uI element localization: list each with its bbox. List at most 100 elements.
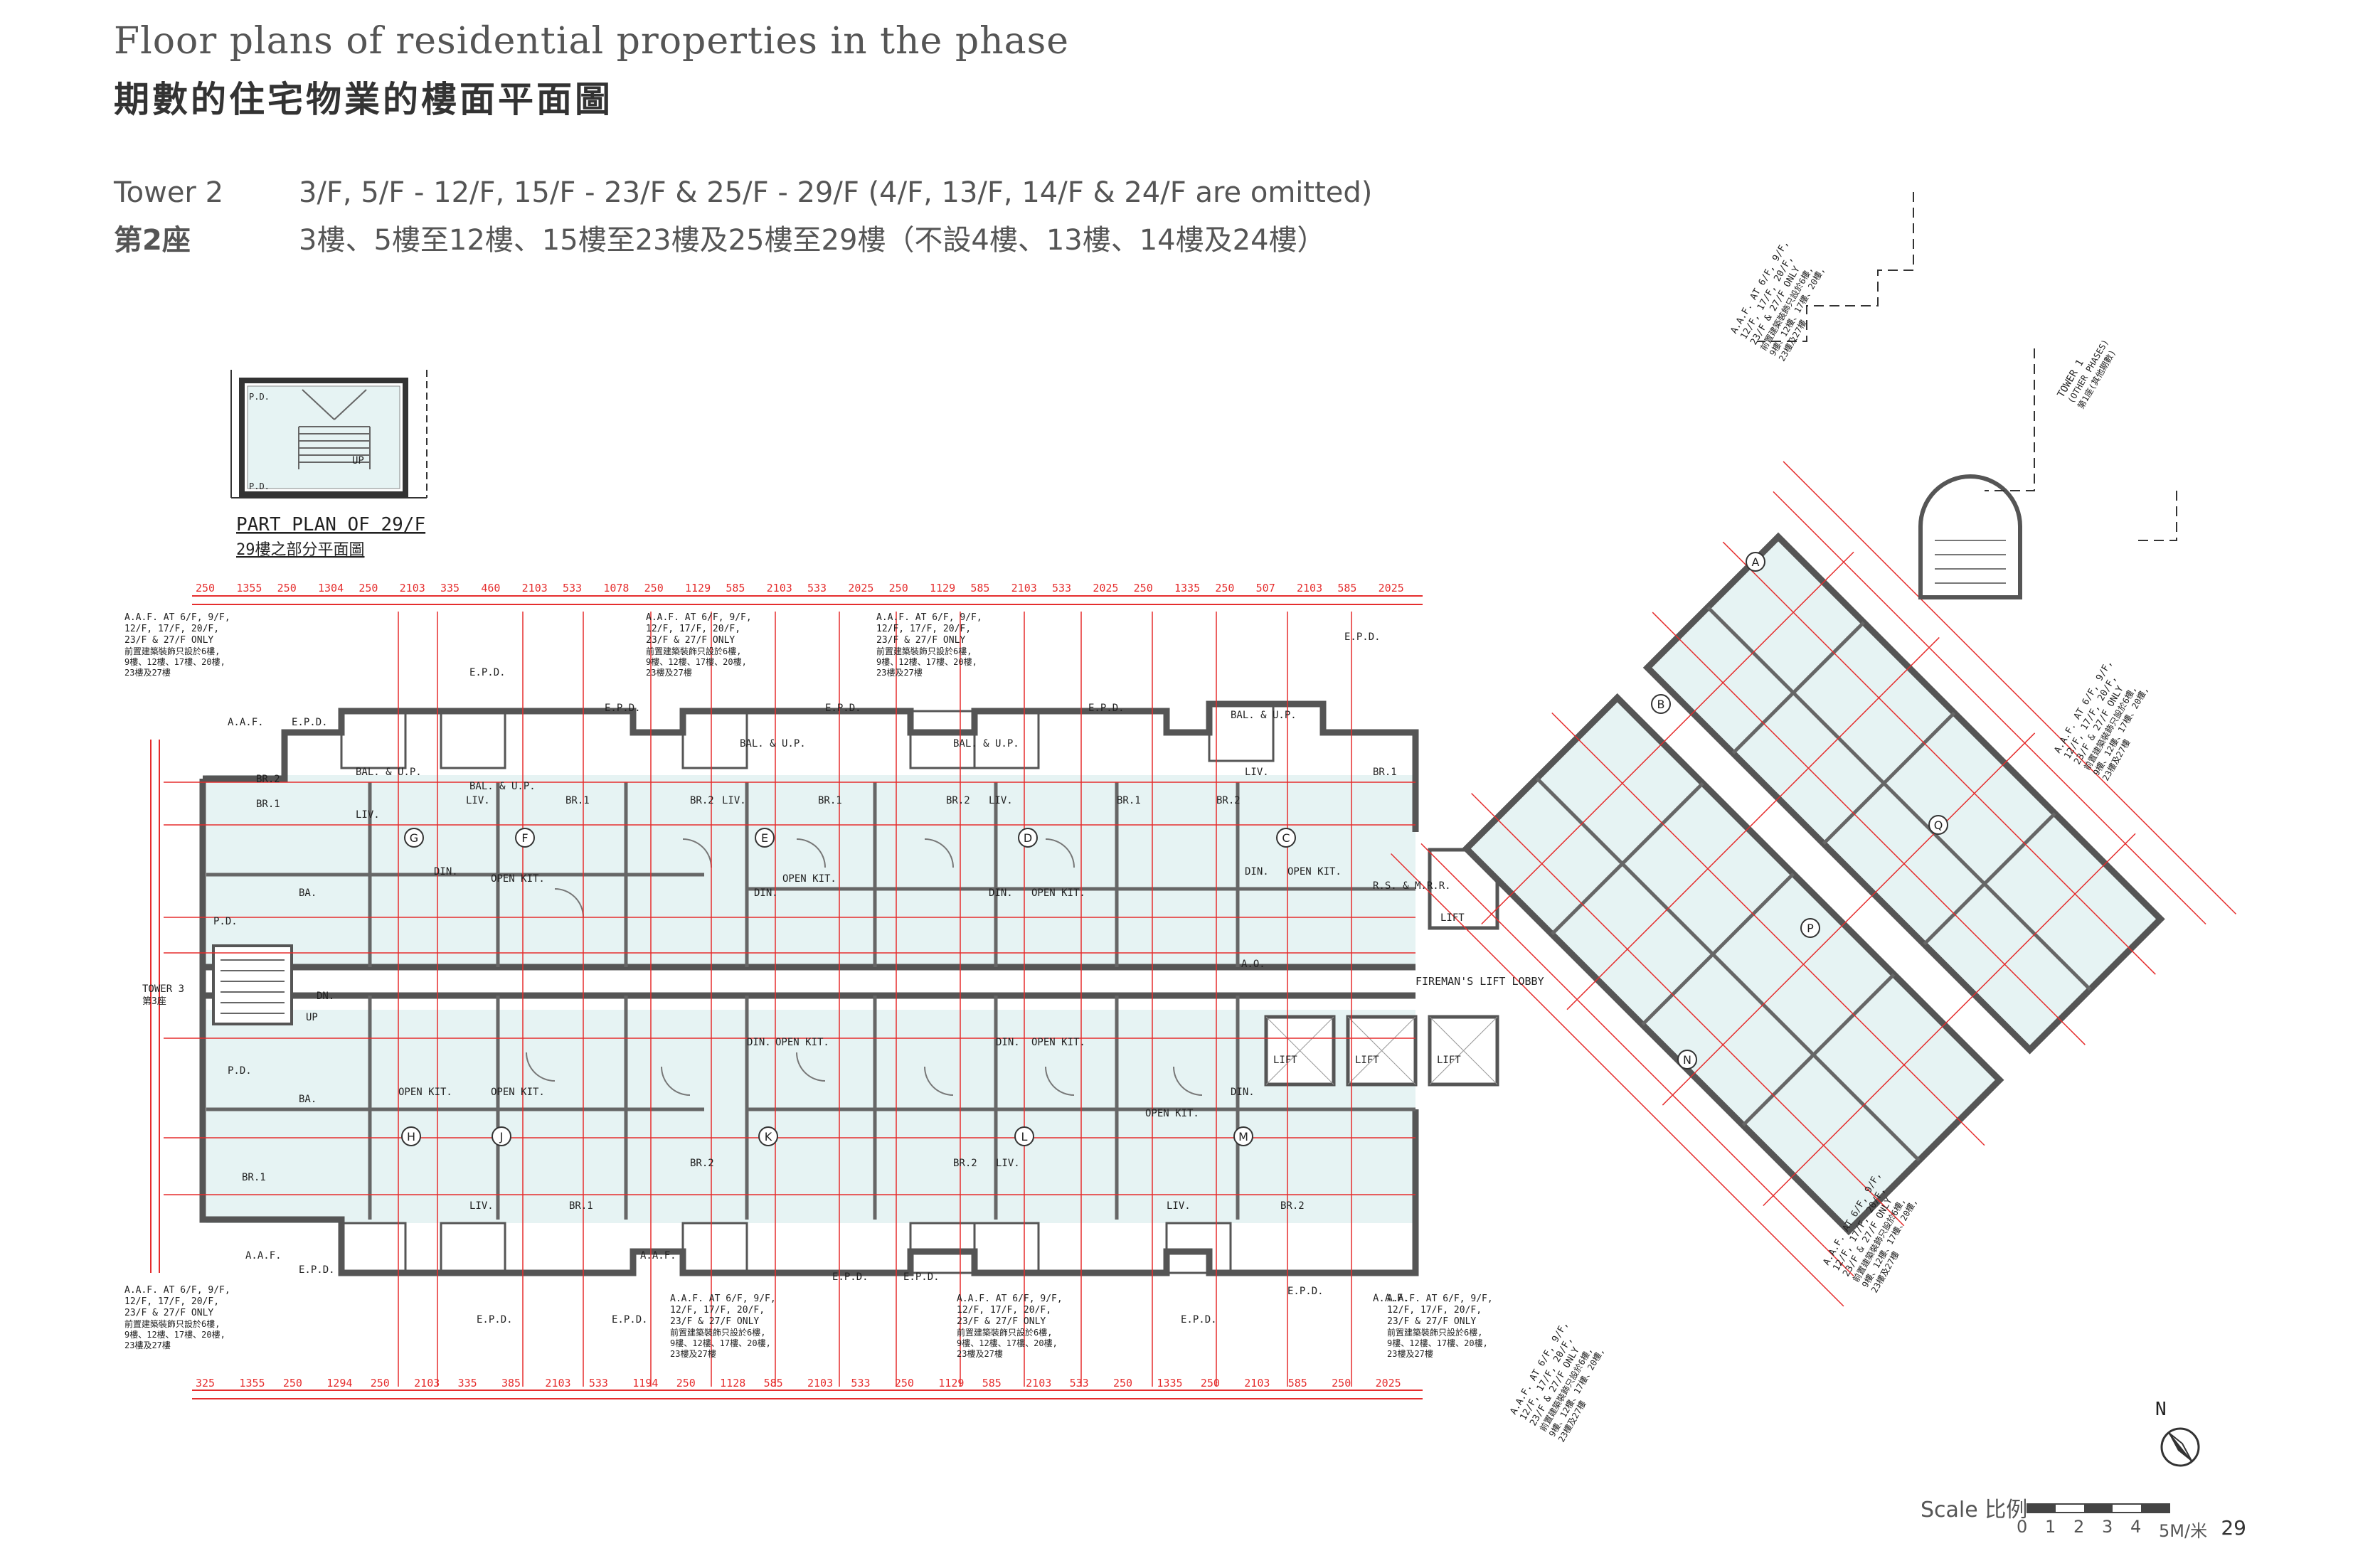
dimension-label: 1335 bbox=[1174, 582, 1200, 594]
scale-tick-label: 1 bbox=[2045, 1517, 2056, 1537]
room-label: E.P.D. bbox=[903, 1271, 940, 1283]
room-label: A.A.F. bbox=[640, 1250, 676, 1262]
aaf-note-line: 9樓、12樓、17樓、20樓, bbox=[124, 1329, 225, 1340]
aaf-note-line: 23樓及27樓 bbox=[876, 667, 923, 678]
aaf-note-line: 前置建築裝飾只設於6樓, bbox=[1387, 1327, 1482, 1338]
room-label: E.P.D. bbox=[477, 1314, 513, 1326]
aaf-note-line: A.A.F. AT 6/F, 9/F, bbox=[876, 612, 982, 623]
room-label: DIN. bbox=[1231, 1087, 1255, 1098]
aaf-note: A.A.F. AT 6/F, 9/F,12/F, 17/F, 20/F,23/F… bbox=[876, 612, 982, 678]
aaf-note-line: 23樓及27樓 bbox=[646, 667, 692, 678]
room-label: BR.1 bbox=[1373, 767, 1397, 778]
room-label: E.P.D. bbox=[612, 1314, 648, 1326]
dimension-label: 1078 bbox=[603, 582, 629, 594]
scale-bar bbox=[2027, 1503, 2170, 1513]
dimension-label: 585 bbox=[764, 1377, 783, 1390]
dimension-label: 533 bbox=[589, 1377, 608, 1390]
scale-tick-label: 3 bbox=[2102, 1517, 2113, 1537]
dimension-label: 507 bbox=[1256, 582, 1275, 594]
north-label: N bbox=[2155, 1399, 2167, 1420]
room-label: BAL. & U.P. bbox=[356, 767, 422, 778]
room-label: DIN. bbox=[747, 1037, 771, 1048]
room-label: OPEN KIT. bbox=[491, 873, 545, 885]
room-label: BAL. & U.P. bbox=[469, 781, 536, 792]
dimension-label: 1355 bbox=[239, 1377, 265, 1390]
unit-marker: E bbox=[755, 828, 775, 848]
inset-pd-label-2: P.D. bbox=[249, 481, 270, 491]
dimension-label: 2025 bbox=[848, 582, 873, 594]
aaf-note-line: 前置建築裝飾只設於6樓, bbox=[670, 1327, 765, 1338]
unit-marker-letter: P bbox=[1807, 922, 1814, 935]
aaf-note-line: 9樓、12樓、17樓、20樓, bbox=[876, 656, 977, 667]
floors-label-en: 3/F, 5/F - 12/F, 15/F - 23/F & 25/F - 29… bbox=[299, 176, 1373, 209]
aaf-note-line: 23樓及27樓 bbox=[124, 667, 171, 678]
aaf-note-line: 23/F & 27/F ONLY bbox=[876, 635, 965, 646]
room-label: BR.1 bbox=[242, 1172, 266, 1183]
dimension-label: 2103 bbox=[1026, 1377, 1051, 1390]
room-label: BR.2 bbox=[1216, 795, 1241, 806]
aaf-note-line: A.A.F. AT 6/F, 9/F, bbox=[670, 1294, 776, 1304]
aaf-note-line: 9樓、12樓、17樓、20樓, bbox=[957, 1338, 1058, 1348]
aaf-note: A.A.F. AT 6/F, 9/F,12/F, 17/F, 20/F,23/F… bbox=[1728, 239, 1827, 363]
aaf-note-line: 23/F & 27/F ONLY bbox=[1387, 1316, 1476, 1327]
dimension-label: 250 bbox=[895, 1377, 914, 1390]
room-label: OPEN KIT. bbox=[1287, 866, 1342, 878]
aaf-note-line: 前置建築裝飾只設於6樓, bbox=[124, 646, 220, 656]
lift-label: LIFT bbox=[1437, 1055, 1461, 1066]
unit-marker-letter: Q bbox=[1934, 818, 1943, 832]
unit-marker-letter: L bbox=[1021, 1130, 1028, 1143]
room-label: BR.2 bbox=[946, 795, 970, 806]
dimension-label: 533 bbox=[1052, 582, 1071, 594]
room-label: DIN. bbox=[434, 866, 458, 878]
dimension-label: 2025 bbox=[1376, 1377, 1401, 1390]
room-label: OPEN KIT. bbox=[398, 1087, 452, 1098]
scale-tick-label: 4 bbox=[2130, 1517, 2142, 1537]
north-arrow-icon: N bbox=[2155, 1399, 2200, 1467]
aaf-note: A.A.F. AT 6/F, 9/F,12/F, 17/F, 20/F,23/F… bbox=[2052, 658, 2150, 783]
top-dimension-lines bbox=[150, 595, 1423, 1399]
dimension-label: 2103 bbox=[767, 582, 792, 594]
aaf-note-line: 12/F, 17/F, 20/F, bbox=[646, 624, 740, 634]
room-label: BR.2 bbox=[690, 1158, 714, 1169]
unit-marker: L bbox=[1014, 1126, 1034, 1146]
dimension-label: 1294 bbox=[326, 1377, 352, 1390]
unit-marker-letter: A bbox=[1752, 555, 1760, 569]
dimension-label: 460 bbox=[481, 582, 500, 594]
dimension-label: 533 bbox=[563, 582, 582, 594]
aaf-note-line: 23樓及27樓 bbox=[957, 1348, 1003, 1359]
dimension-label: 533 bbox=[1070, 1377, 1089, 1390]
aaf-note: A.A.F. AT 6/F, 9/F,12/F, 17/F, 20/F,23/F… bbox=[124, 612, 230, 678]
room-label: OPEN KIT. bbox=[1031, 887, 1085, 899]
dimension-label: 533 bbox=[807, 582, 827, 594]
room-label: LIV. bbox=[996, 1158, 1020, 1169]
dimension-label: 250 bbox=[889, 582, 908, 594]
aaf-note-line: 23樓及27樓 bbox=[1387, 1348, 1433, 1359]
dimension-label: 1194 bbox=[632, 1377, 658, 1390]
aaf-note-line: 9樓、12樓、17樓、20樓, bbox=[124, 656, 225, 667]
aaf-note: A.A.F. AT 6/F, 9/F,12/F, 17/F, 20/F,23/F… bbox=[646, 612, 752, 678]
unit-marker-letter: F bbox=[521, 831, 528, 845]
unit-marker: F bbox=[515, 828, 535, 848]
tower3-label-en: TOWER 3 bbox=[142, 983, 184, 995]
room-label: BR.1 bbox=[569, 1200, 593, 1212]
room-label: BR.1 bbox=[1117, 795, 1141, 806]
room-label: LIV. bbox=[469, 1200, 494, 1212]
aaf-note-line: 前置建築裝飾只設於6樓, bbox=[957, 1327, 1052, 1338]
aaf-note-line: 23/F & 27/F ONLY bbox=[670, 1316, 759, 1327]
unit-marker-letter: N bbox=[1683, 1053, 1691, 1067]
aaf-note: A.A.F. AT 6/F, 9/F,12/F, 17/F, 20/F,23/F… bbox=[670, 1294, 776, 1359]
room-label: E.P.D. bbox=[1344, 631, 1381, 643]
scale-tick-label: 2 bbox=[2073, 1517, 2085, 1537]
unit-marker-letter: D bbox=[1024, 831, 1032, 845]
room-label: BR.1 bbox=[565, 795, 590, 806]
room-label: E.P.D. bbox=[292, 717, 328, 728]
room-label: UP bbox=[306, 1012, 318, 1023]
room-label: BAL. & U.P. bbox=[953, 738, 1019, 750]
room-label: P.D. bbox=[228, 1065, 252, 1077]
aaf-note-line: 23/F & 27/F ONLY bbox=[124, 1308, 213, 1318]
unit-marker: P bbox=[1800, 918, 1820, 938]
unit-marker: A bbox=[1746, 552, 1765, 572]
room-label: OPEN KIT. bbox=[1145, 1108, 1199, 1119]
